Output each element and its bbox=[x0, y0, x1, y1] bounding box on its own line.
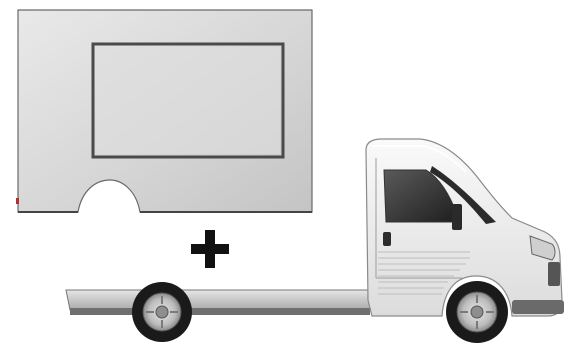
plus-sign bbox=[191, 230, 229, 268]
plus-vertical-bar bbox=[205, 230, 215, 268]
rear-wheel bbox=[132, 282, 192, 342]
side-mirror bbox=[452, 204, 462, 230]
platform-bed bbox=[66, 290, 372, 310]
panel-red-marker bbox=[16, 198, 19, 204]
platform-underside bbox=[70, 308, 370, 315]
front-bumper bbox=[512, 300, 564, 314]
door-handle bbox=[383, 232, 391, 246]
side-panel bbox=[16, 10, 312, 212]
panel-window-inner bbox=[96, 47, 280, 154]
front-wheel bbox=[446, 281, 508, 343]
front-grille bbox=[548, 262, 560, 286]
